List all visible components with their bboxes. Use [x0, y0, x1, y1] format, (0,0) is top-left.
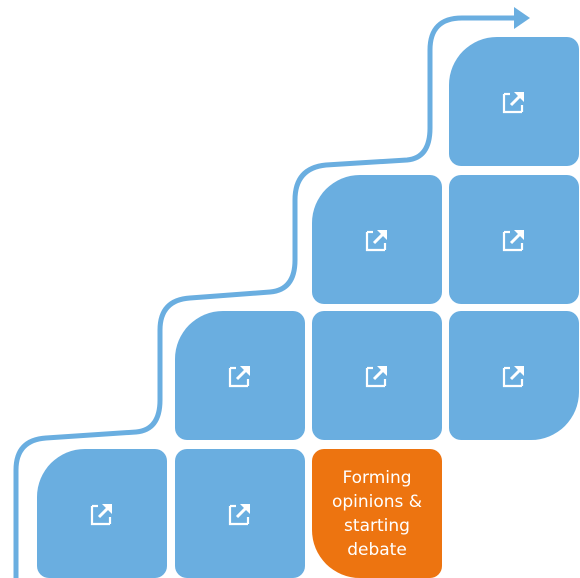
stage-tile-current[interactable]: Forming opinions & starting debate [312, 449, 442, 578]
stage-tile-1[interactable] [449, 37, 579, 166]
current-stage-label: Forming opinions & starting debate [331, 467, 423, 560]
stage-tile-2[interactable] [312, 175, 442, 304]
stage-tile-6[interactable] [449, 311, 579, 440]
stage-tile-7[interactable] [37, 449, 167, 578]
external-link-icon [364, 363, 390, 389]
external-link-icon [227, 363, 253, 389]
external-link-icon [227, 501, 253, 527]
external-link-icon [89, 501, 115, 527]
stage-tile-3[interactable] [449, 175, 579, 304]
stage-tile-8[interactable] [175, 449, 305, 578]
stage-tile-5[interactable] [312, 311, 442, 440]
external-link-icon [364, 227, 390, 253]
stage-tile-4[interactable] [175, 311, 305, 440]
external-link-icon [501, 89, 527, 115]
external-link-icon [501, 227, 527, 253]
external-link-icon [501, 363, 527, 389]
